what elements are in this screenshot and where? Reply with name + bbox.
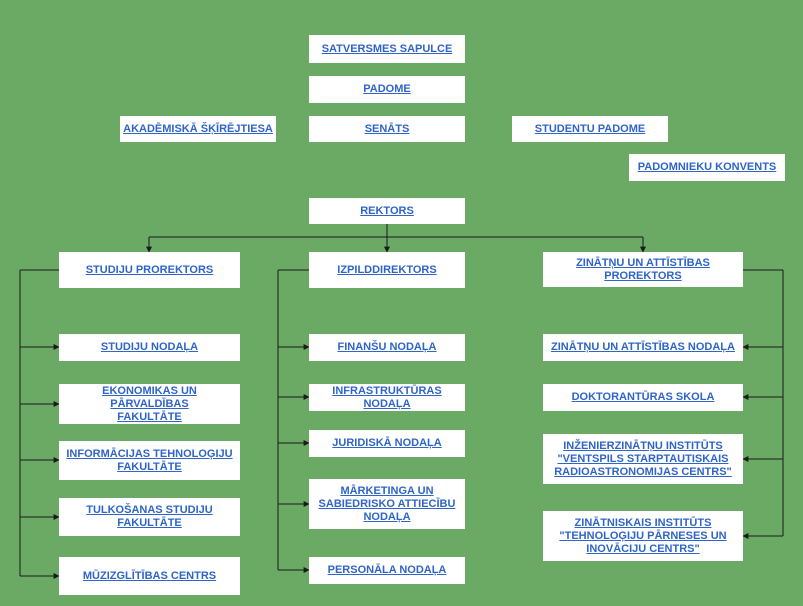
it-fakultate-link[interactable]: INFORMĀCIJAS TEHNOLOĢIJU FAKULTĀTE bbox=[66, 447, 233, 473]
studiju-nodala-link[interactable]: STUDIJU NODAĻA bbox=[100, 341, 199, 353]
studiju-prorektors-box: STUDIJU PROREKTORS bbox=[59, 252, 240, 288]
padomnieku-konvents-link[interactable]: PADOMNIEKU KONVENTS bbox=[637, 161, 777, 173]
ekonomikas-fakultate-box: EKONOMIKAS UN PĀRVALDĪBAS FAKULTĀTE bbox=[59, 384, 240, 424]
finansu-nodala-link[interactable]: FINANŠU NODAĻA bbox=[337, 341, 437, 353]
studiju-nodala-box: STUDIJU NODAĻA bbox=[59, 334, 240, 361]
marketinga-nodala-link[interactable]: MĀRKETINGA UN SABIEDRISKO ATTIECĪBU NODA… bbox=[318, 484, 456, 523]
ekonomikas-fakultate-link[interactable]: EKONOMIKAS UN PĀRVALDĪBAS FAKULTĀTE bbox=[102, 384, 197, 423]
tulkosanas-fakultate-link[interactable]: TULKOŠANAS STUDIJU FAKULTĀTE bbox=[86, 504, 213, 529]
izpilddirektors-box: IZPILDDIREKTORS bbox=[309, 252, 465, 288]
muzizglitibas-centrs-link[interactable]: MŪZIZGLĪTĪBAS CENTRS bbox=[82, 569, 217, 582]
finansu-nodala-box: FINANŠU NODAĻA bbox=[309, 334, 465, 361]
virac-institute-link[interactable]: INŽENIERZINĀTŅU INSTITŪTS "VENTSPILS STA… bbox=[554, 439, 732, 478]
rektors-box: REKTORS bbox=[309, 198, 465, 224]
marketinga-nodala-box: MĀRKETINGA UN SABIEDRISKO ATTIECĪBU NODA… bbox=[309, 479, 465, 529]
rektors-link[interactable]: REKTORS bbox=[360, 204, 414, 217]
senats-box: SENĀTS bbox=[309, 116, 465, 142]
padomnieku-konvents-box: PADOMNIEKU KONVENTS bbox=[629, 154, 785, 181]
it-fakultate-box: INFORMĀCIJAS TEHNOLOĢIJU FAKULTĀTE bbox=[59, 441, 240, 480]
tpic-institute-box: ZINĀTNISKAIS INSTITŪTS "TEHNOLOĢIJU PĀRN… bbox=[543, 511, 743, 561]
infrastrukturas-nodala-link[interactable]: INFRASTRUKTŪRAS NODAĻA bbox=[332, 384, 442, 410]
satversmes-sapulce-box: SATVERSMES SAPULCE bbox=[309, 35, 465, 63]
studentu-padome-link[interactable]: STUDENTU PADOME bbox=[534, 122, 646, 135]
studentu-padome-box: STUDENTU PADOME bbox=[512, 116, 668, 142]
tpic-institute-link[interactable]: ZINĀTNISKAIS INSTITŪTS "TEHNOLOĢIJU PĀRN… bbox=[559, 516, 727, 555]
satversmes-sapulce-link[interactable]: SATVERSMES SAPULCE bbox=[321, 42, 453, 55]
juridiska-nodala-box: JURIDISKĀ NODAĻA bbox=[309, 430, 465, 457]
zinatnu-prorektors-link[interactable]: ZINĀTŅU UN ATTĪSTĪBAS PROREKTORS bbox=[576, 256, 710, 282]
personala-nodala-link[interactable]: PERSONĀLA NODAĻA bbox=[327, 564, 447, 576]
doktoranturas-skola-link[interactable]: DOKTORANTŪRAS SKOLA bbox=[571, 391, 715, 403]
akademiska-skirejtiesa-box: AKADĒMISKĀ ŠĶĪRĒJTIESA bbox=[120, 116, 276, 142]
izpilddirektors-link[interactable]: IZPILDDIREKTORS bbox=[337, 263, 437, 276]
padome-box: PADOME bbox=[309, 76, 465, 103]
juridiska-nodala-link[interactable]: JURIDISKĀ NODAĻA bbox=[332, 437, 442, 449]
doktoranturas-skola-box: DOKTORANTŪRAS SKOLA bbox=[543, 384, 743, 411]
senats-link[interactable]: SENĀTS bbox=[364, 122, 410, 135]
zinatnu-prorektors-box: ZINĀTŅU UN ATTĪSTĪBAS PROREKTORS bbox=[543, 252, 743, 287]
studiju-prorektors-link[interactable]: STUDIJU PROREKTORS bbox=[85, 263, 214, 276]
tulkosanas-fakultate-box: TULKOŠANAS STUDIJU FAKULTĀTE bbox=[59, 498, 240, 536]
muzizglitibas-centrs-box: MŪZIZGLĪTĪBAS CENTRS bbox=[59, 557, 240, 595]
zinatnu-nodala-link[interactable]: ZINĀTŅU UN ATTĪSTĪBAS NODAĻA bbox=[551, 341, 735, 353]
akademiska-skirejtiesa-link[interactable]: AKADĒMISKĀ ŠĶĪRĒJTIESA bbox=[123, 122, 273, 135]
zinatnu-nodala-box: ZINĀTŅU UN ATTĪSTĪBAS NODAĻA bbox=[543, 334, 743, 361]
padome-link[interactable]: PADOME bbox=[363, 83, 411, 95]
personala-nodala-box: PERSONĀLA NODAĻA bbox=[309, 557, 465, 584]
virac-institute-box: INŽENIERZINĀTŅU INSTITŪTS "VENTSPILS STA… bbox=[543, 434, 743, 484]
infrastrukturas-nodala-box: INFRASTRUKTŪRAS NODAĻA bbox=[309, 384, 465, 411]
